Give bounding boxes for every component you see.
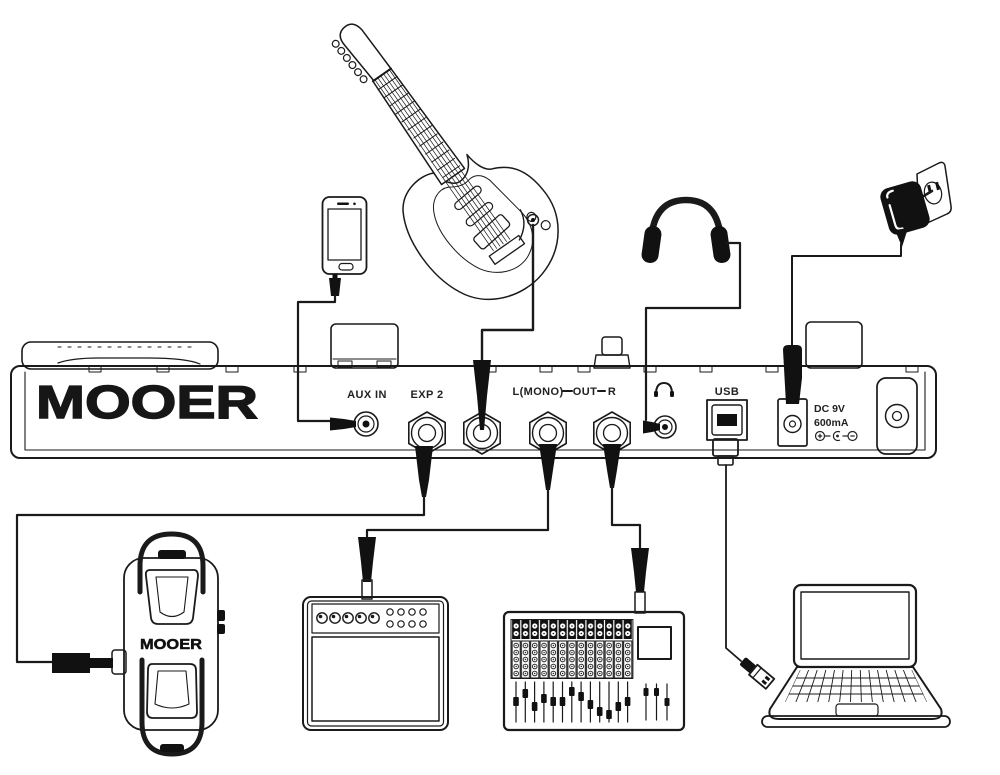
amp-grille [311,636,440,722]
headphone-icon [654,382,674,397]
dc-jack [777,398,808,447]
output-l-plug [539,444,557,490]
usb-plug-panel [712,438,739,457]
headphone-cable [643,241,742,434]
headphones [641,196,731,263]
dc-plug [783,345,802,404]
laptop-base-rim [761,715,951,728]
pedal-side-jack [217,624,225,634]
mixer-master-fader-handles [643,688,670,706]
pedal-plug [52,653,113,673]
power-adapter [880,161,952,247]
panel-edge-ticks [88,365,919,373]
usb-label: USB [715,386,739,398]
phone-camera [353,202,356,206]
laptop-screen-bezel [792,583,918,669]
laptop [761,583,951,728]
exp-cable [15,446,433,673]
adapter-cable-boot [895,228,908,247]
amp-jacks-row [386,608,427,628]
guitar-amplifier [302,596,449,731]
mixer-cable [603,444,649,614]
out-mid-label: OUT [573,386,597,398]
exp2-plug [415,446,433,497]
phone-home-button [338,262,354,271]
expression-pedal: MOOER [111,531,225,757]
mixing-console [502,610,686,732]
aux-plug [330,417,356,431]
amp-control-panel [311,603,440,634]
exp2-label: EXP 2 [411,389,444,401]
mixer-fader-handles [513,687,631,719]
phone-plug [329,278,341,296]
headphone-plug [643,420,660,434]
dc-cable [783,243,902,404]
aux-cable [296,274,356,431]
power-switch [876,377,918,455]
mixer-plug [631,548,649,592]
footswitch-housing-right [805,321,863,369]
laptop-screen [800,591,910,660]
guitar-cable [473,223,535,430]
top-housing [21,341,219,370]
amp-cable [358,444,557,600]
laptop-keyboard [785,670,927,702]
pedal-side-jack [217,610,225,621]
smartphone [321,196,368,275]
usb-plug-laptop [740,657,776,690]
amp-plug [358,537,376,582]
out-right-label: R [608,386,616,398]
output-r-plug [603,444,621,488]
amp-knobs [316,612,380,624]
mixer-screen [637,626,672,660]
panel-body [10,365,937,459]
usb-port [706,399,748,441]
mooer-logo: MOOER [36,376,258,428]
amp-plug-ferrule [361,579,373,600]
aux-in-jack [353,411,379,437]
pedal-mooer-logo: MOOER [140,636,202,653]
laptop-base [768,666,943,720]
usb-cable [712,438,776,690]
input-plug [473,360,491,430]
polarity-icon [814,430,858,442]
laptop-trackpad [835,703,879,717]
pedal-rear-panel: MOOER AUX IN EXP 2 L(MONO) OUT R USB DC … [10,321,937,459]
electric-guitar [331,23,559,301]
phone-speaker [337,202,349,205]
footswitch-housing-left [330,323,399,369]
dc-label-line1: DC 9V [814,403,845,415]
mixer-channel-strips [511,620,633,678]
out-left-label: L(MONO) [512,386,563,398]
aux-in-label: AUX IN [347,389,387,401]
dc-label-line2: 600mA [814,417,849,429]
top-knob [593,336,631,369]
mixer-plug-ferrule [634,591,646,614]
